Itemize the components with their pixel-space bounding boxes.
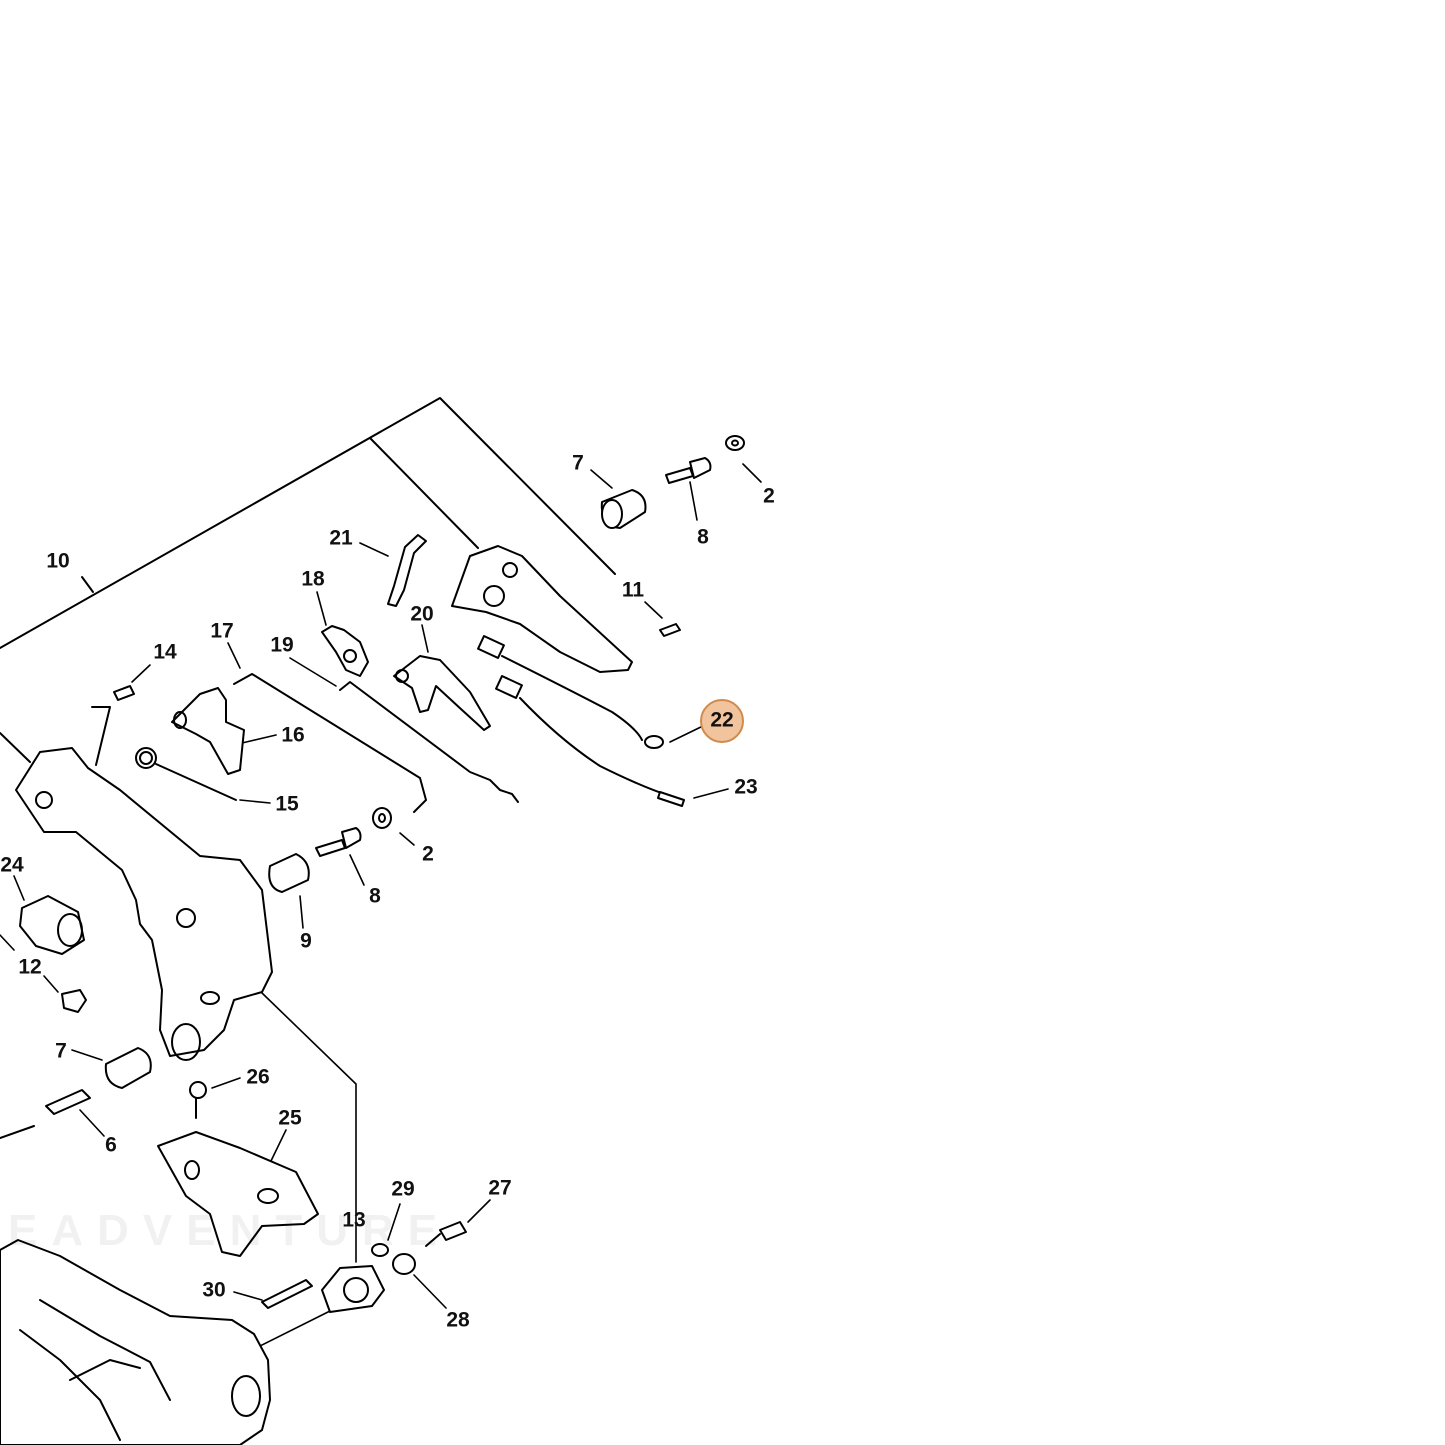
part-2-washer-middle xyxy=(372,807,392,829)
part-21-lever xyxy=(387,534,427,607)
part-11-screw xyxy=(659,623,681,637)
part-15-spring xyxy=(135,747,237,801)
part-8-bolt-middle xyxy=(315,827,362,857)
callout-21: 21 xyxy=(329,526,353,550)
part-28-ring xyxy=(392,1253,416,1275)
callout-24: 24 xyxy=(0,853,24,877)
callout-25: 25 xyxy=(278,1106,302,1130)
part-29-sleeve xyxy=(371,1243,389,1257)
part-20-throttle-trigger xyxy=(393,655,491,731)
callout-17: 17 xyxy=(210,619,234,643)
part-23-wire xyxy=(495,675,685,807)
part-27-screw xyxy=(425,1221,467,1247)
callout-19: 19 xyxy=(270,633,294,657)
callout-2-top: 2 xyxy=(763,484,775,508)
part-8-bolt-top xyxy=(665,457,712,484)
part-7-bushing-bottom xyxy=(104,1047,152,1089)
callout-16: 16 xyxy=(281,723,305,747)
part-14-screw xyxy=(113,685,135,701)
callout-15: 15 xyxy=(275,792,299,816)
callout-2-mid: 2 xyxy=(422,842,434,866)
callout-6: 6 xyxy=(105,1133,117,1157)
part-handle-cover xyxy=(451,545,633,673)
threaded-stud-left xyxy=(0,1125,35,1139)
part-25-cover-plate xyxy=(157,1131,319,1257)
callout-7-bottom: 7 xyxy=(55,1039,67,1063)
highlight-circle xyxy=(700,699,744,743)
callout-11: 11 xyxy=(621,578,645,602)
callout-26: 26 xyxy=(246,1065,270,1089)
callout-8-top: 8 xyxy=(697,525,709,549)
assembly-bracket-lines xyxy=(0,397,616,766)
leader-lines xyxy=(0,463,762,1386)
crankcase-housing xyxy=(0,1239,271,1445)
part-12-plug xyxy=(61,989,87,1013)
part-26-screw xyxy=(189,1081,207,1119)
part-6-pin xyxy=(45,1089,91,1115)
callout-7-top: 7 xyxy=(572,451,584,475)
part-24-grommet xyxy=(19,895,85,955)
callout-8-mid: 8 xyxy=(369,884,381,908)
part-9-bushing xyxy=(268,853,310,893)
callout-20: 20 xyxy=(410,602,434,626)
callout-10: 10 xyxy=(46,549,70,573)
part-16-bracket xyxy=(171,687,245,775)
callout-29: 29 xyxy=(391,1177,415,1201)
callout-22: 22 xyxy=(710,708,734,732)
part-22-ground-wire xyxy=(477,635,664,749)
main-handle-body xyxy=(15,747,273,1061)
callout-30: 30 xyxy=(202,1278,226,1302)
part-7-bushing-top xyxy=(600,489,647,529)
callout-18: 18 xyxy=(301,567,325,591)
part-17-throttle-rod xyxy=(233,673,427,813)
callout-9: 9 xyxy=(300,929,312,953)
callout-14: 14 xyxy=(153,640,177,664)
part-13-bracket xyxy=(321,1265,385,1313)
part-2-washer-top xyxy=(725,435,745,451)
watermark-text: EADVENTURE xyxy=(8,1206,452,1255)
callout-13: 13 xyxy=(342,1208,366,1232)
callout-12: 12 xyxy=(18,955,42,979)
callout-27: 27 xyxy=(488,1176,512,1200)
callout-23: 23 xyxy=(734,775,758,799)
part-19-choke-rod xyxy=(339,681,519,803)
part-18-trigger-interlock xyxy=(321,625,369,677)
part-30-pin xyxy=(261,1279,313,1309)
callout-28: 28 xyxy=(446,1308,470,1332)
